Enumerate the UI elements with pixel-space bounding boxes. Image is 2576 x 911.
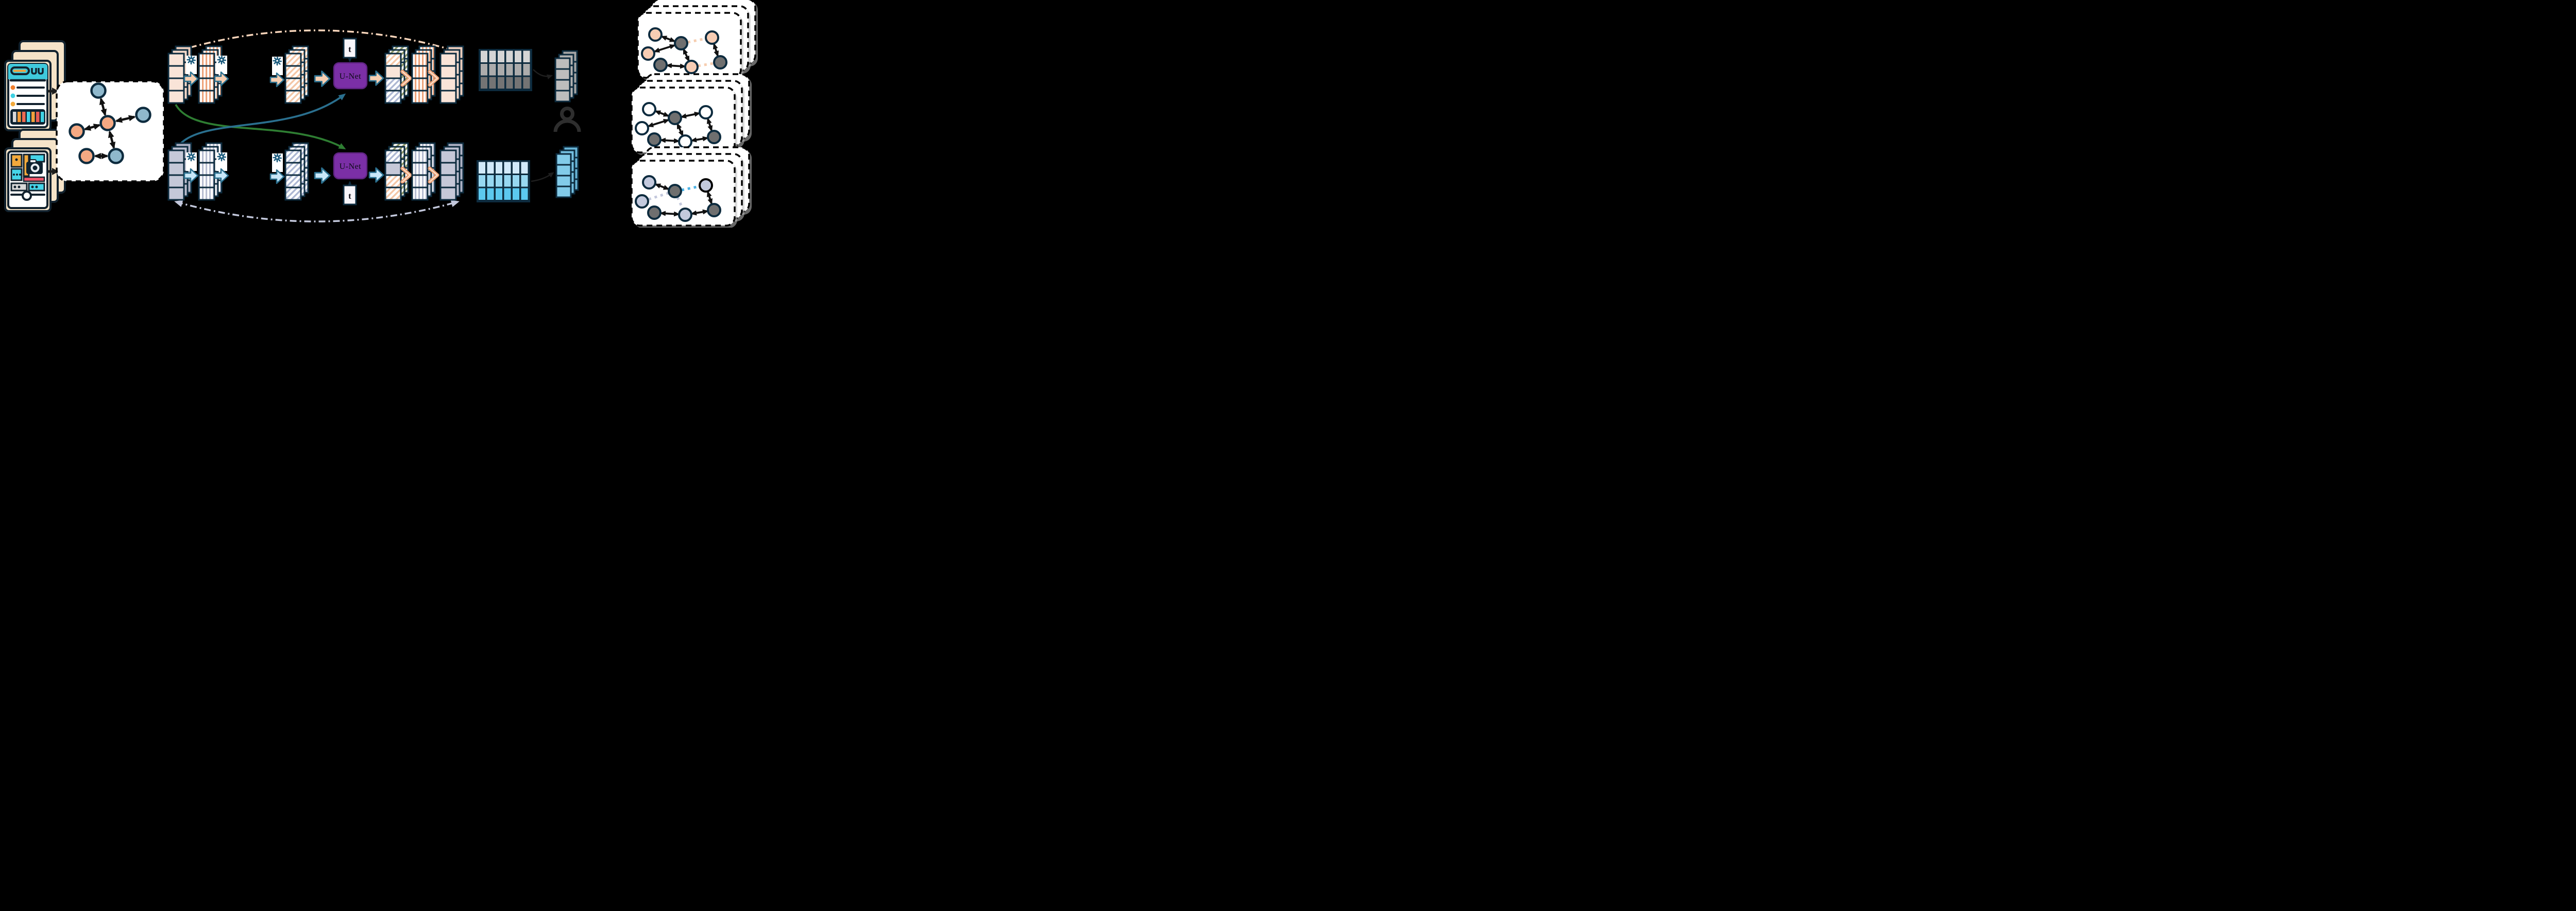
- unet-box: U-Net: [333, 152, 368, 180]
- unet-box: U-Net: [333, 62, 368, 90]
- person-icon: [553, 107, 581, 132]
- input-graph-box: [56, 80, 165, 182]
- webpage-doc-icon: [7, 63, 48, 128]
- graph-node-orange: [78, 148, 95, 164]
- output-card-stack-bottom: [631, 146, 752, 228]
- unet-input-arrow: [314, 70, 331, 87]
- embedding-stack-solid-peach: [439, 45, 464, 104]
- grid-to-vector-arrow-top: [533, 69, 553, 80]
- timestep-box: t: [343, 38, 357, 62]
- embedding-stack-vstripe-peach: [198, 45, 223, 104]
- timestep-label: t: [348, 44, 351, 54]
- user-vector-blue: [555, 146, 579, 198]
- graph-node-blue: [90, 82, 107, 99]
- embedding-stack-diag-peach: [284, 45, 309, 104]
- image-doc-arrow: [48, 168, 59, 175]
- bottom-loop-arc: [174, 200, 460, 222]
- camera-doc-icon: [7, 150, 48, 209]
- card-edges-solid: [653, 36, 719, 69]
- card-nodes-light: [635, 102, 713, 149]
- blue-conditioning-curve: [175, 93, 346, 150]
- noise-splat-box: [186, 152, 197, 171]
- web-doc-stack: [4, 40, 66, 131]
- card-nodes-light: [635, 175, 713, 222]
- unet-input-arrow: [314, 167, 331, 184]
- top-pipeline: t U-Net: [167, 38, 464, 104]
- graph-node-orange: [69, 123, 85, 140]
- embedding-stack-solid-peach: [167, 45, 192, 104]
- output-card-stack-top: [637, 0, 758, 80]
- card-edges-dashed-peach: [687, 37, 714, 67]
- input-graph-edges: [83, 97, 136, 159]
- bottom-pipeline: U-Net t: [167, 142, 464, 205]
- graph-node-blue: [108, 148, 124, 164]
- noise-splat-box: [272, 153, 283, 172]
- card-nodes-dark: [647, 184, 721, 220]
- embedding-grid-bottom: [477, 160, 530, 202]
- graph-node-blue: [135, 107, 151, 123]
- grid-row-2: [481, 64, 530, 76]
- unet-label: U-Net: [340, 72, 362, 81]
- embedding-stack-vstripe-gray: [411, 142, 436, 201]
- unet-output-arrow: [368, 70, 384, 86]
- embedding-stack-vstripe-peach: [411, 45, 436, 104]
- unet-label: U-Net: [340, 162, 362, 171]
- timestep-box: t: [343, 181, 357, 205]
- green-conditioning-curve: [175, 104, 346, 149]
- card-edges-solid: [654, 183, 713, 217]
- noise-splat-box: [272, 56, 283, 75]
- card-nodes-dark: [647, 111, 721, 147]
- noise-splat-box: [216, 152, 227, 171]
- embedding-stack-solid-gray: [167, 142, 192, 201]
- grid-to-vector-arrow-bottom: [531, 172, 554, 182]
- card-edges-dashed-lavender: [648, 192, 684, 210]
- grid-row-1: [479, 162, 528, 174]
- grid-row-3: [481, 77, 530, 89]
- input-graph-nodes-blue: [90, 82, 151, 164]
- embedding-stack-vstripe-gray: [198, 142, 223, 201]
- input-graph-nodes-orange: [69, 115, 116, 164]
- graph-node-orange: [99, 115, 116, 131]
- figure-canvas: t U-Net: [0, 0, 789, 228]
- card-edges-solid: [647, 110, 713, 144]
- grid-row-3: [479, 188, 528, 200]
- user-vector-gray: [554, 50, 578, 102]
- embedding-stack-mixed-top: [384, 45, 409, 104]
- grid-row-1: [481, 50, 530, 62]
- timestep-label: t: [348, 191, 351, 201]
- image-doc-stack: [4, 129, 66, 212]
- embedding-stack-solid-gray: [439, 142, 464, 201]
- output-card-stack-middle: [631, 73, 752, 155]
- noise-splat-box: [216, 55, 227, 74]
- card-nodes-light: [641, 27, 719, 74]
- embedding-grid-top: [479, 49, 532, 91]
- card-nodes-dark: [653, 36, 727, 72]
- unet-output-arrow: [368, 167, 384, 183]
- embedding-stack-diag-gray: [284, 142, 309, 201]
- web-doc-arrow: [48, 88, 59, 95]
- diffusion-figure: t U-Net: [4, 0, 758, 228]
- noise-splat-box: [186, 55, 197, 74]
- grid-row-2: [479, 175, 528, 187]
- card-edge-dashed-blue: [681, 185, 700, 192]
